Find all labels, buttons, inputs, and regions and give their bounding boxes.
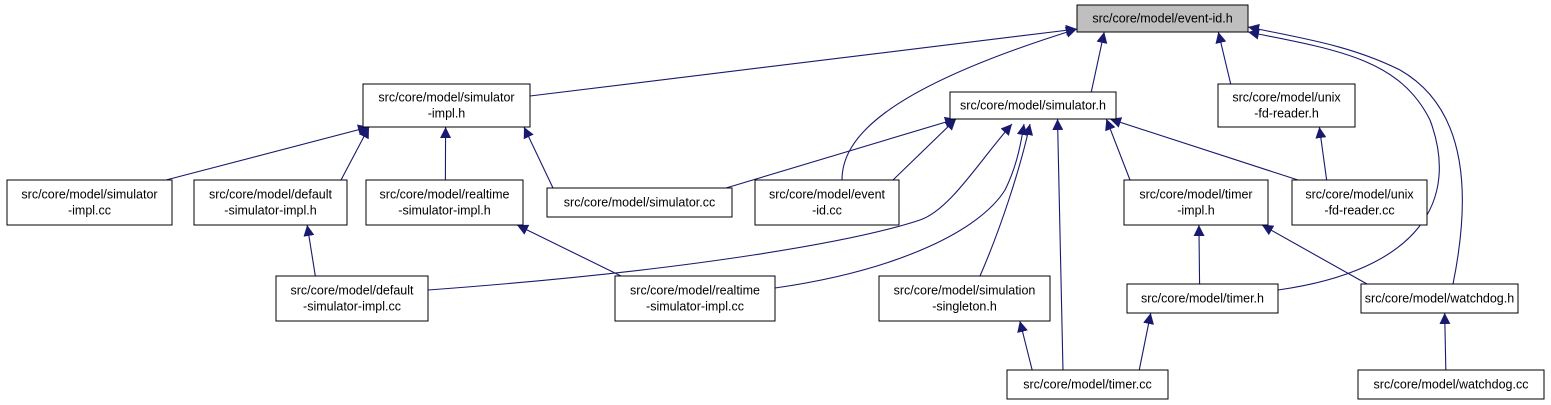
node-label: -impl.cc [68,204,111,218]
node-box [362,83,531,128]
node-box [1291,179,1428,226]
node-simulator-cc[interactable]: src/core/model/simulator.cc [546,187,733,218]
edge-timer-h-to-event-id-h [1247,28,1440,291]
node-box [275,275,429,322]
node-label: src/core/model/default [209,188,333,202]
node-event-id-h[interactable]: src/core/model/event-id.h [1076,4,1249,33]
node-box [878,275,1051,322]
node-simulator-impl-h[interactable]: src/core/model/simulator -impl.h [362,83,531,128]
node-label: -simulator-impl.h [398,204,490,218]
node-label: src/core/model/simulator.h [960,99,1106,113]
edge-default-sim-impl-cc-to-simulator-h [427,123,1013,291]
node-label: -simulator-impl.h [224,204,316,218]
edge-unix-fd-reader-cc-to-unix-fd-reader-h [1315,126,1328,181]
node-label: -simulator-impl.cc [646,300,744,314]
node-label: -simulator-impl.cc [303,300,401,314]
node-simulator-h[interactable]: src/core/model/simulator.h [949,91,1117,120]
node-label: src/core/model/unix [1232,91,1341,105]
node-simulator-impl-cc[interactable]: src/core/model/simulator -impl.cc [6,179,173,226]
node-watchdog-cc[interactable]: src/core/model/watchdog.cc [1357,369,1545,400]
edge-simulator-cc-to-simulator-h [725,116,957,189]
edge-timer-cc-to-simulator-h [1052,118,1064,371]
edge-timer-cc-to-sim-singleton-h [1017,320,1033,371]
node-sim-singleton-h[interactable]: src/core/model/simulation -singleton.h [878,275,1051,322]
node-label: src/core/model/unix [1305,188,1414,202]
node-default-sim-impl-cc[interactable]: src/core/model/default -simulator-impl.cc [275,275,429,322]
node-label: src/core/model/timer.h [1141,292,1264,306]
node-label: src/core/model/timer.cc [1023,378,1152,392]
node-timer-h[interactable]: src/core/model/timer.h [1126,283,1279,314]
node-label: src/core/model/timer [1139,188,1252,202]
node-box [1217,83,1356,128]
node-box [1006,369,1169,400]
edge-timer-h-to-timer-impl-h [1193,224,1205,285]
node-event-id-cc[interactable]: src/core/model/event -id.cc [754,179,900,226]
node-label: src/core/model/default [291,284,415,298]
node-box [1357,369,1545,400]
edge-timer-cc-to-timer-h [1138,312,1154,371]
node-unix-fd-reader-cc[interactable]: src/core/model/unix -fd-reader.cc [1291,179,1428,226]
node-box [754,179,900,226]
edge-timer-impl-h-to-simulator-h [1105,118,1131,181]
node-label: src/core/model/realtime [380,188,510,202]
node-box [193,179,348,226]
node-label: -id.cc [812,204,842,218]
edge-sim-singleton-h-to-simulator-h [979,123,1034,277]
node-label: -fd-reader.h [1254,107,1319,121]
edge-default-sim-impl-cc-to-default-sim-impl-h [303,224,316,277]
edge-realtime-sim-impl-cc-to-simulator-h [774,123,1028,289]
edge-simulator-impl-h-to-event-id-h [529,24,1078,97]
node-label: src/core/model/simulator.cc [564,196,715,210]
node-label: src/core/model/watchdog.cc [1374,378,1529,392]
node-box [614,275,776,322]
node-timer-cc[interactable]: src/core/model/timer.cc [1006,369,1169,400]
node-label: src/core/model/event-id.h [1092,12,1232,26]
node-label: src/core/model/event [769,188,886,202]
node-box [6,179,173,226]
node-label: src/core/model/watchdog.h [1365,292,1514,306]
edge-event-id-cc-to-event-id-h [841,27,1078,181]
node-timer-impl-h[interactable]: src/core/model/timer -impl.h [1123,179,1269,226]
node-realtime-sim-impl-cc[interactable]: src/core/model/realtime -simulator-impl.c… [614,275,776,322]
node-default-sim-impl-h[interactable]: src/core/model/default -simulator-impl.h [193,179,348,226]
edge-simulator-h-to-event-id-h [1090,31,1108,93]
node-watchdog-h[interactable]: src/core/model/watchdog.h [1360,283,1519,314]
node-label: -singleton.h [932,300,997,314]
node-box [1126,283,1279,314]
node-box [949,91,1117,120]
edge-watchdog-h-to-event-id-h [1247,23,1463,285]
node-label: src/core/model/simulator [21,188,157,202]
node-label: src/core/model/realtime [630,284,760,298]
node-layer: src/core/model/event-id.h src/core/model/… [6,4,1545,400]
edge-watchdog-h-to-timer-impl-h [1261,224,1368,285]
edge-unix-fd-reader-h-to-event-id-h [1215,31,1232,85]
edge-layer [165,23,1463,371]
edge-default-sim-impl-h-to-simulator-impl-h [340,126,370,181]
edge-simulator-cc-to-simulator-impl-h [523,126,554,189]
node-unix-fd-reader-h[interactable]: src/core/model/unix -fd-reader.h [1217,83,1356,128]
edge-event-id-cc-to-simulator-h [892,118,957,181]
node-label: src/core/model/simulation [894,284,1036,298]
edge-watchdog-cc-to-watchdog-h [1439,312,1451,371]
node-realtime-sim-impl-h[interactable]: src/core/model/realtime -simulator-impl.h [365,179,524,226]
node-label: -fd-reader.cc [1324,204,1394,218]
node-label: -impl.h [1177,204,1215,218]
node-box [1076,4,1249,33]
node-box [1360,283,1519,314]
node-box [546,187,733,218]
edge-unix-fd-reader-cc-to-simulator-h [1109,117,1299,181]
node-box [1123,179,1269,226]
edge-simulator-impl-cc-to-simulator-impl-h [165,124,370,181]
node-box [365,179,524,226]
edge-realtime-sim-impl-cc-to-realtime-sim-impl-h [516,224,622,277]
node-label: -impl.h [428,107,466,121]
node-label: src/core/model/simulator [378,91,514,105]
